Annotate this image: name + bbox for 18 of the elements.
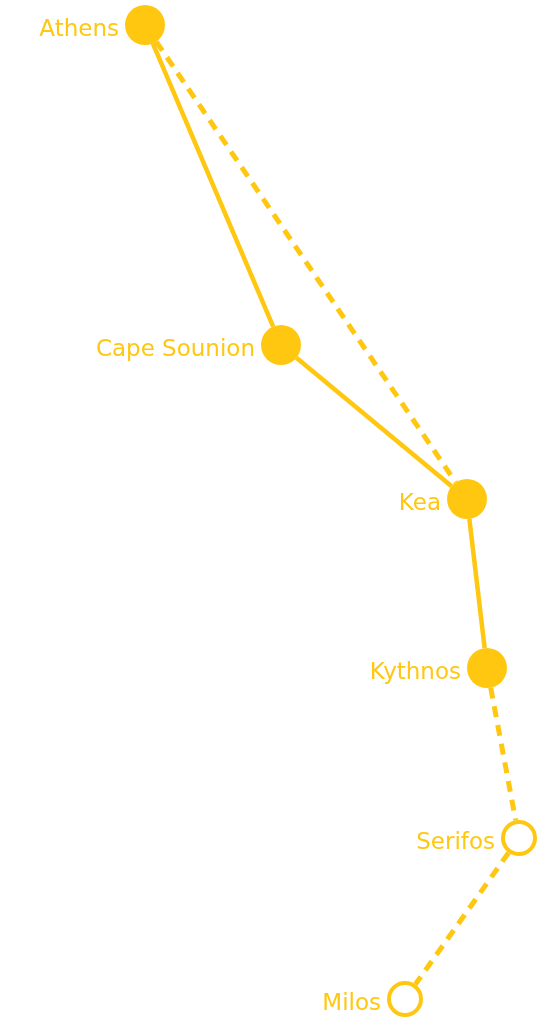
place-label: Kythnos	[369, 659, 461, 683]
stop-ring	[386, 980, 424, 1018]
dashed-route-line	[413, 851, 511, 986]
stop-ring	[500, 819, 538, 857]
route-line	[294, 356, 454, 488]
stop-dot	[124, 4, 166, 46]
route-line	[150, 42, 276, 328]
place-label: Athens	[39, 16, 119, 40]
stop-dot	[260, 324, 302, 366]
place-label: Kea	[398, 490, 441, 514]
dashed-route-line	[488, 687, 519, 821]
route-line	[467, 518, 487, 649]
place-label: Milos	[322, 990, 381, 1014]
place-label: Cape Sounion	[95, 336, 255, 360]
stop-dot	[466, 647, 508, 689]
stop-dot	[446, 478, 488, 520]
dashed-route-line	[154, 40, 458, 484]
place-label: Serifos	[416, 829, 495, 853]
